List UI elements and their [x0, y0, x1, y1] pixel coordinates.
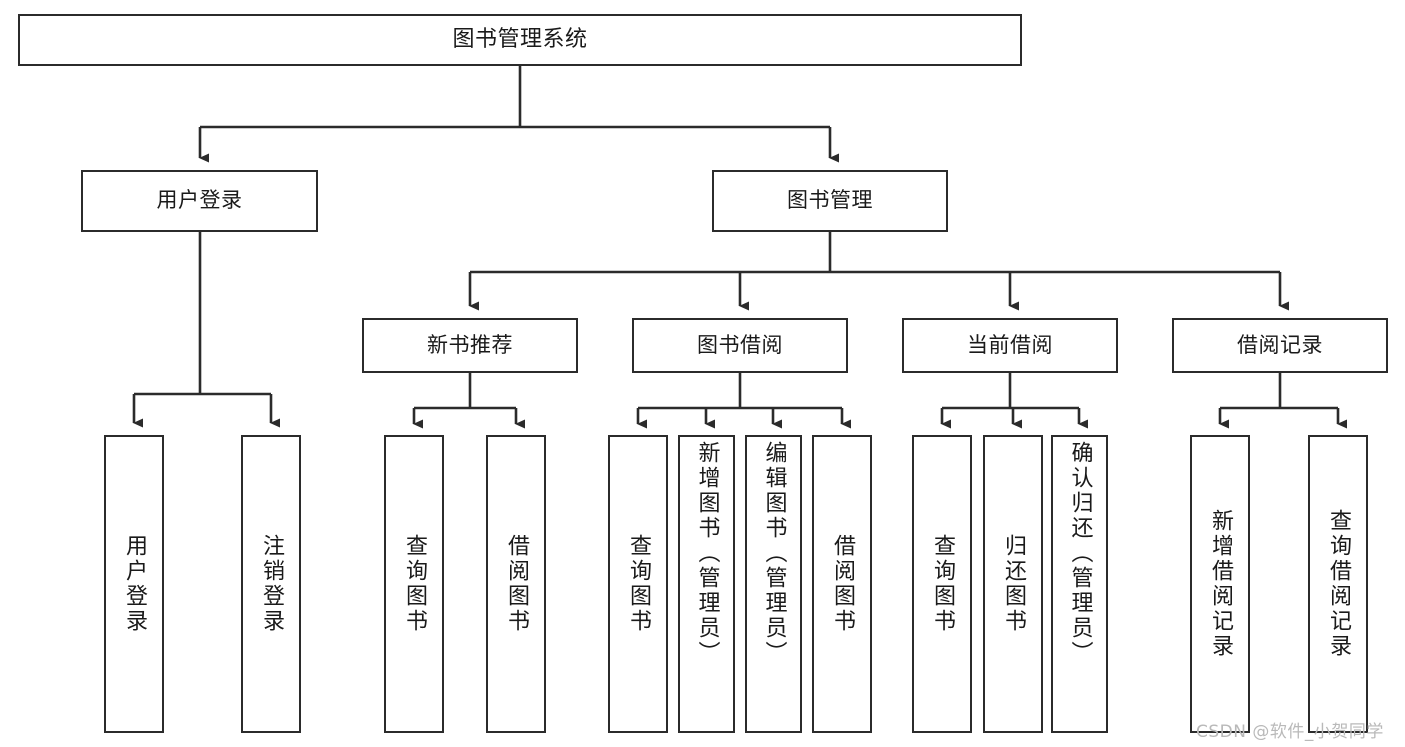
leaf-user-login[interactable]: 用户登录 — [104, 435, 164, 733]
node-root-system[interactable]: 图书管理系统 — [18, 14, 1022, 66]
node-label: 查询借阅记录 — [1326, 509, 1351, 659]
node-current-borrow[interactable]: 当前借阅 — [902, 318, 1118, 373]
node-user-login[interactable]: 用户登录 — [81, 170, 318, 232]
node-label: 新书推荐 — [427, 332, 513, 357]
leaf-query-book-current[interactable]: 查询图书 — [912, 435, 972, 733]
node-label: 用户登录 — [156, 188, 243, 213]
node-label: 编辑图书（管理员） — [761, 441, 787, 666]
node-label: 图书借阅 — [697, 332, 783, 357]
leaf-borrow-book-recommend[interactable]: 借阅图书 — [486, 435, 546, 733]
leaf-add-book-admin[interactable]: 新增图书（管理员） — [678, 435, 735, 733]
node-book-manage[interactable]: 图书管理 — [712, 170, 948, 232]
node-label: 查询图书 — [402, 534, 427, 634]
node-label: 查询图书 — [626, 534, 651, 634]
leaf-edit-book-admin[interactable]: 编辑图书（管理员） — [745, 435, 802, 733]
node-borrow-record[interactable]: 借阅记录 — [1172, 318, 1388, 373]
leaf-add-borrow-record[interactable]: 新增借阅记录 — [1190, 435, 1250, 733]
node-label: 注销登录 — [259, 534, 284, 634]
node-label: 确认归还（管理员） — [1067, 441, 1093, 666]
edge-bookborrow-to-leaves — [636, 373, 851, 429]
csdn-watermark: CSDN @软件_小贺同学 — [1196, 717, 1384, 742]
node-label: 图书管理系统 — [452, 26, 588, 52]
node-label: 归还图书 — [1001, 534, 1026, 634]
node-label: 图书管理 — [787, 188, 873, 213]
leaf-query-book-recommend[interactable]: 查询图书 — [384, 435, 444, 733]
leaf-return-book[interactable]: 归还图书 — [983, 435, 1043, 733]
node-label: 当前借阅 — [967, 332, 1053, 357]
edge-userlogin-to-leaves — [132, 232, 280, 428]
node-label: 新增借阅记录 — [1208, 509, 1233, 659]
edge-borrowrecord-to-leaves — [1218, 373, 1347, 429]
node-book-borrow[interactable]: 图书借阅 — [632, 318, 848, 373]
node-label: 新增图书（管理员） — [694, 441, 720, 666]
leaf-logout-login[interactable]: 注销登录 — [241, 435, 301, 733]
leaf-query-borrow-record[interactable]: 查询借阅记录 — [1308, 435, 1368, 733]
edge-newbook-to-leaves — [412, 373, 525, 429]
leaf-query-book-borrow[interactable]: 查询图书 — [608, 435, 668, 733]
edge-root-to-level2 — [198, 66, 839, 163]
node-label: 借阅图书 — [830, 534, 855, 634]
leaf-confirm-return-admin[interactable]: 确认归还（管理员） — [1051, 435, 1108, 733]
node-label: 用户登录 — [122, 534, 147, 634]
leaf-borrow-book[interactable]: 借阅图书 — [812, 435, 872, 733]
node-label: 借阅图书 — [504, 534, 529, 634]
node-label: 借阅记录 — [1237, 332, 1323, 357]
node-new-book-rec[interactable]: 新书推荐 — [362, 318, 578, 373]
edge-bookmanage-to-level3 — [468, 232, 1289, 311]
watermark-text: CSDN @软件_小贺同学 — [1196, 722, 1384, 742]
edge-currentborrow-to-leaves — [940, 373, 1088, 429]
node-label: 查询图书 — [930, 534, 955, 634]
